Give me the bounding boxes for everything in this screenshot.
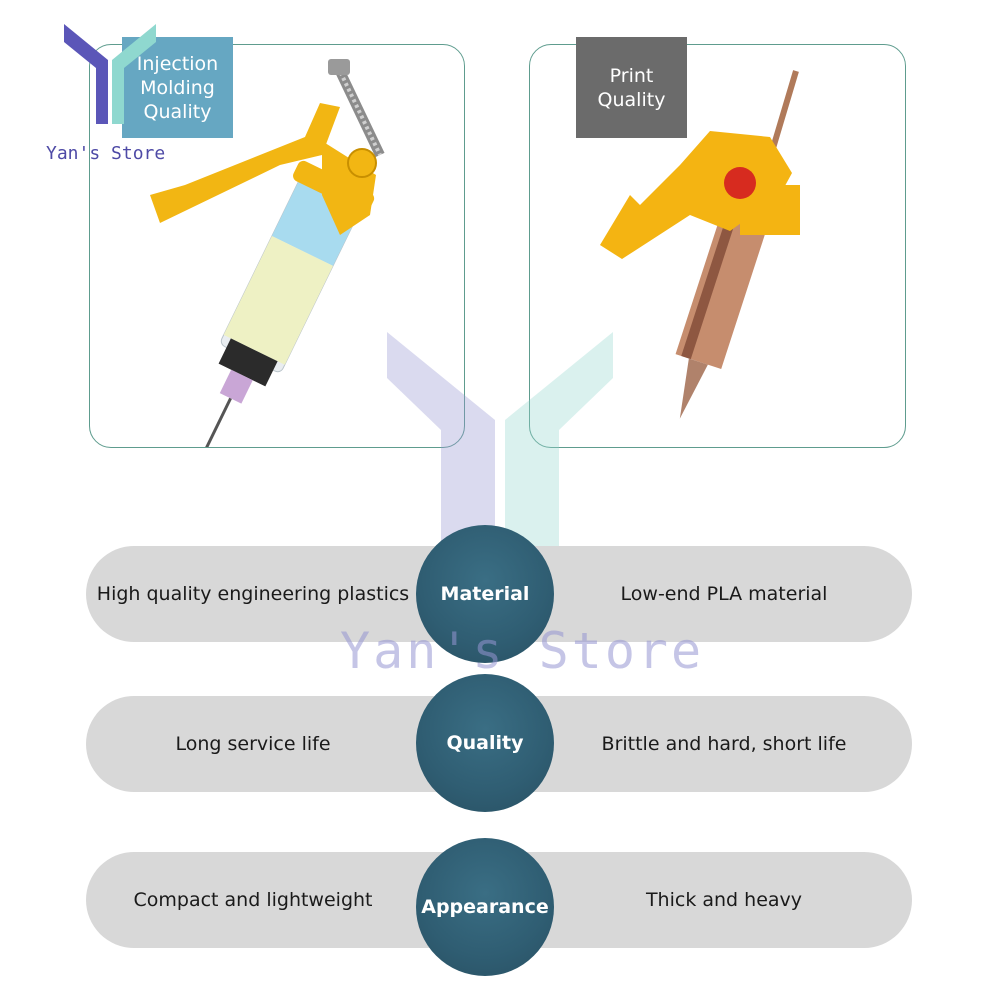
category-badge-appearance: Appearance (416, 838, 554, 976)
brand-logo-text: Yan's Store (46, 143, 166, 164)
printed-syringe-image (600, 70, 800, 419)
tag-line: Quality (143, 100, 212, 123)
tag-line: Print (609, 64, 654, 87)
injection-molded-product-panel (89, 44, 465, 448)
print-quality-tag: Print Quality (576, 37, 687, 138)
category-badge-material: Material (416, 525, 554, 663)
printed-value: Brittle and hard, short life (601, 733, 847, 755)
injection-molded-syringe-image (150, 59, 385, 447)
brand-logo-icon (64, 24, 156, 124)
injection-molded-value: Long service life (175, 733, 331, 755)
watermark-logo-icon (387, 332, 613, 580)
category-badge-quality: Quality (416, 674, 554, 812)
printed-value: Thick and heavy (645, 889, 803, 911)
printed-product-panel (529, 44, 906, 448)
tag-line: Injection (136, 52, 219, 75)
injection-molded-value: Compact and lightweight (133, 889, 373, 911)
injection-molded-value: High quality engineering plastics (96, 583, 410, 605)
tag-line: Quality (597, 88, 666, 111)
printed-value: Low-end PLA material (620, 583, 828, 605)
watermark-text: Yan's Store (340, 622, 705, 680)
tag-line: Molding (140, 76, 215, 99)
